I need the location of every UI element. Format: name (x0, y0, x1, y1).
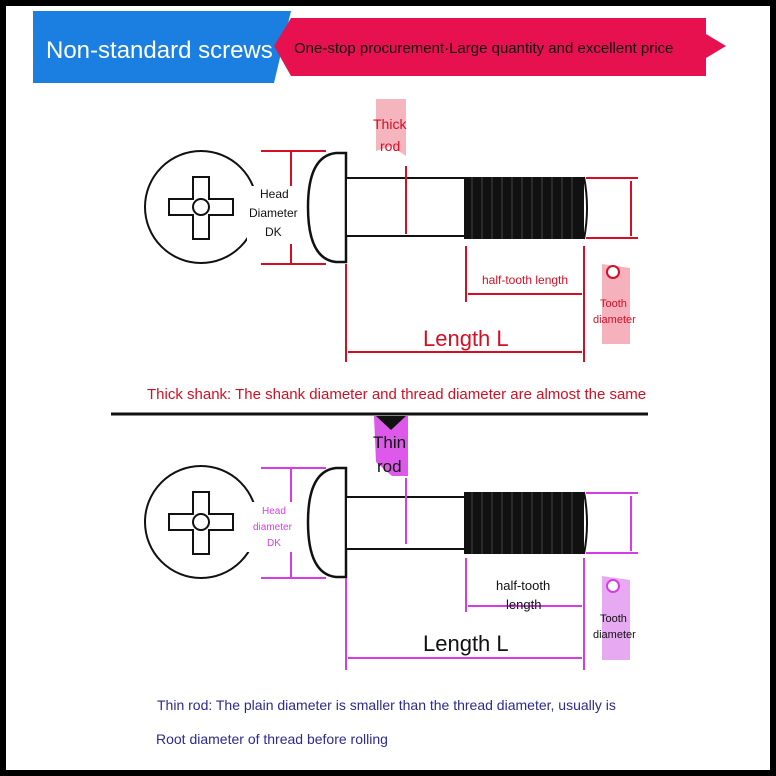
banner-tagline: One-stop procurement·Large quantity and … (294, 40, 673, 57)
thin-rod-pointer (374, 416, 408, 476)
thick-rod-label: rod (380, 138, 400, 154)
thin-length-label: Length L (423, 631, 509, 656)
banner-title: Non-standard screws (46, 37, 273, 64)
thin-head-label: DK (267, 538, 281, 549)
thick-rod-pointer (376, 99, 406, 156)
thick-head-label: DK (265, 225, 282, 239)
thin-caption: Root diameter of thread before rolling (156, 731, 388, 747)
thick-head-label: Diameter (249, 206, 298, 220)
page-frame: Non-standard screws One-stop procurement… (6, 6, 770, 770)
thick-head-profile (306, 151, 348, 264)
thick-caption: Thick shank: The shank diameter and thre… (147, 386, 646, 403)
thin-head-label: Head (262, 506, 286, 517)
thick-tooth-label: Tooth (600, 298, 627, 310)
thin-thread (464, 492, 584, 554)
thin-head-profile (306, 466, 348, 579)
tagline-banner (274, 18, 726, 76)
thin-caption: Thin rod: The plain diameter is smaller … (157, 697, 616, 713)
thick-thread (464, 177, 584, 239)
tooth-pointer (602, 264, 630, 344)
thick-tooth-label: diameter (593, 314, 636, 326)
thick-screw-drawing (144, 150, 588, 264)
thin-tooth-label: Tooth (600, 613, 627, 625)
tooth-pointer (602, 576, 630, 660)
thin-screw-drawing (144, 465, 588, 579)
thick-head-label: Head (260, 187, 289, 201)
title-banner (33, 11, 291, 83)
thin-rod-label: Thin (373, 433, 406, 452)
thick-half-tooth-label: half-tooth length (482, 273, 568, 287)
thin-half-tooth-label: length (506, 597, 541, 612)
thin-rod-label: rod (377, 457, 402, 476)
thick-rod-label: Thick (373, 116, 407, 132)
thin-half-tooth-label: half-tooth (496, 578, 550, 593)
screw-diagram: Non-standard screws One-stop procurement… (33, 11, 726, 747)
thick-length-label: Length L (423, 326, 509, 351)
thin-tooth-label: diameter (593, 629, 636, 641)
thin-head-label: diameter (253, 522, 293, 533)
